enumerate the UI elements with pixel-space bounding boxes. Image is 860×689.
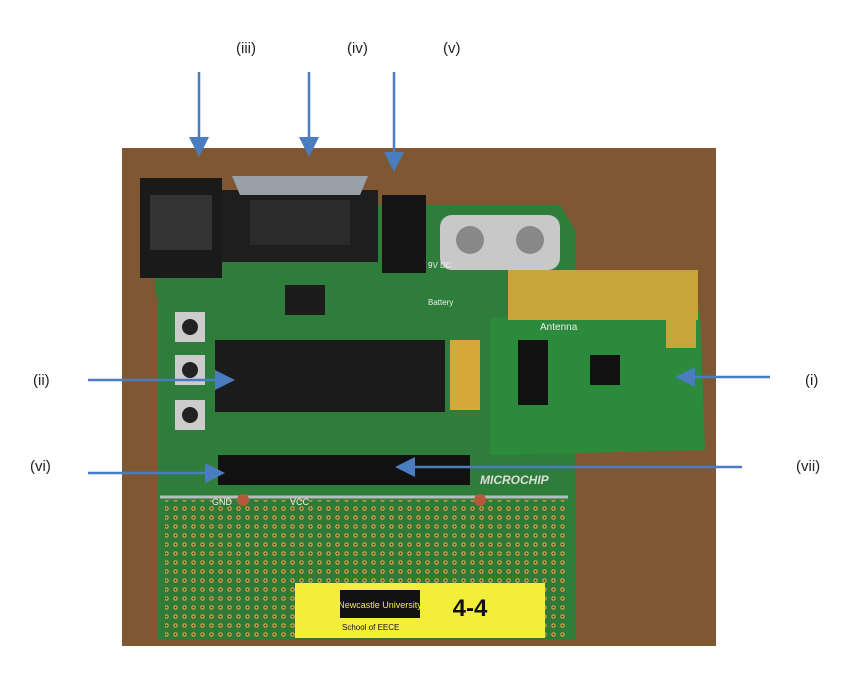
label-v: (v) — [443, 40, 461, 57]
brand-text: MICROCHIP — [480, 473, 550, 487]
microcontroller-chip — [215, 340, 445, 412]
label-i: (i) — [805, 372, 819, 389]
university-text: Newcastle University — [338, 600, 422, 610]
label-vii: (vii) — [796, 458, 821, 475]
sticker-code: 4-4 — [453, 595, 488, 622]
dc-jack — [382, 195, 426, 273]
pin-header — [218, 455, 470, 485]
label-vi: (vi) — [30, 458, 51, 475]
label-iv: (iv) — [347, 40, 368, 57]
vcc-text: VCC — [290, 497, 310, 507]
label-ii: (ii) — [33, 372, 50, 389]
antenna-text: Antenna — [540, 322, 578, 333]
battery-text: Battery — [428, 298, 453, 307]
gnd-text: GND — [212, 497, 233, 507]
school-text: School of EECE — [342, 623, 399, 632]
dc-text: 9V DC — [428, 261, 452, 270]
label-iii: (iii) — [236, 40, 256, 57]
